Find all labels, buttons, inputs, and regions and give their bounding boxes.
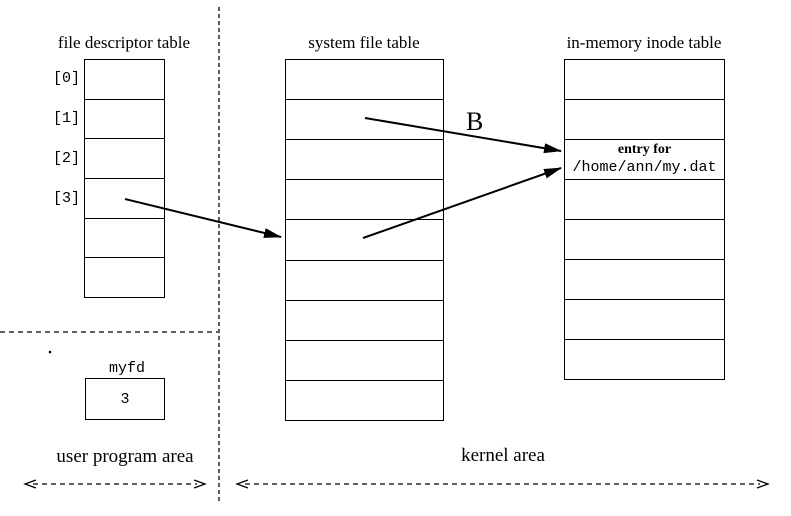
system-file-table-row [286,60,443,101]
fd-table-row [85,219,164,259]
system-file-table-row [286,180,443,221]
user-area-span-arrow [23,479,207,489]
system-file-table-row [286,301,443,341]
inode-entry-row: entry for /home/ann/my.dat [565,140,724,180]
user-program-area-label: user program area [56,446,194,467]
system-file-table-row [286,100,443,141]
system-file-table-row [286,341,443,381]
inode-table: entry for /home/ann/my.dat [564,59,725,380]
stray-dot [48,350,52,354]
fd-table-title: file descriptor table [57,33,191,52]
fd-table-row [85,258,164,297]
system-file-table-title: system file table [308,33,420,52]
arrow-label-b: B [466,107,484,136]
system-file-table-row [286,220,443,261]
myfd-value: 3 [120,390,130,408]
system-file-table-row [286,261,443,301]
inode-table-row [565,220,724,260]
fd-index-3: [3] [52,190,80,207]
system-file-table [285,59,444,421]
inode-table-title: in-memory inode table [566,33,722,52]
fd-index-1: [1] [52,110,80,127]
fd-table-row [85,100,164,140]
fd-index-2: [2] [52,150,80,167]
myfd-box: 3 [85,378,165,420]
fd-index-0: [0] [52,70,80,87]
inode-table-row [565,340,724,379]
fd-table [84,59,165,298]
inode-table-row [565,180,724,220]
inode-table-row [565,300,724,340]
kernel-area-span-arrow [235,479,770,489]
system-file-table-row [286,140,443,181]
inode-table-row [565,100,724,140]
system-file-table-row [286,381,443,420]
fd-table-row [85,179,164,219]
myfd-label: myfd [108,360,146,377]
kernel-area-label: kernel area [461,445,545,466]
inode-table-row [565,60,724,100]
inode-table-row [565,260,724,300]
inode-entry-path: /home/ann/my.dat [572,158,717,176]
fd-table-row [85,60,164,100]
fd-table-row [85,139,164,180]
inode-entry-caption: entry for [617,142,672,158]
